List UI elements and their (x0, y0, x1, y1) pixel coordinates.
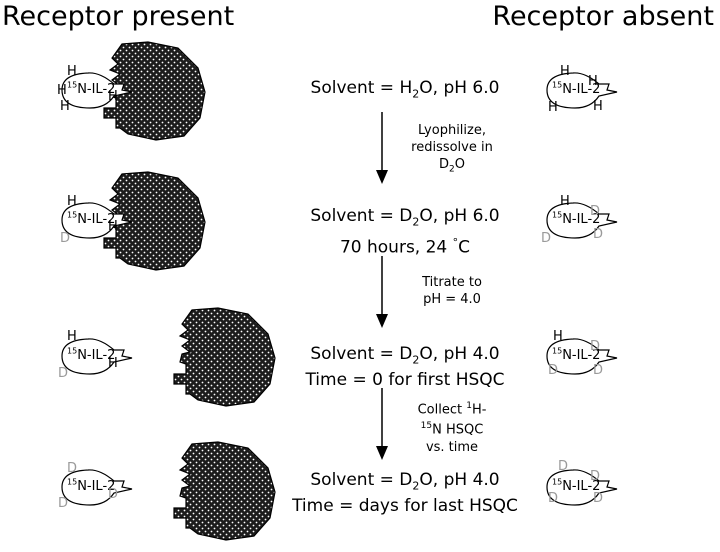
peptide-il2: 15N-IL-2 (60, 467, 140, 507)
receptor-shape (168, 440, 278, 546)
peptide-label: 15N-IL-2 (67, 210, 116, 227)
solvent-line1: Solvent = D2O, pH 6.0 (310, 206, 500, 229)
hydrogen-label: H (548, 100, 558, 115)
deuterium-label: D (593, 227, 604, 242)
solvent-condition: Solvent = D2O, pH 6.0 70 hours, 24 °C (270, 206, 540, 259)
deuterium-label: D (541, 231, 552, 246)
step-label: Lyophilize, redissolve in D2O (411, 123, 493, 175)
solvent-line1: Solvent = D2O, pH 4.0 (310, 344, 500, 367)
receptor-present-heading: Receptor present (2, 1, 235, 32)
deuterium-label: D (590, 339, 601, 354)
solvent-line2: 70 hours, 24 °C (339, 236, 471, 259)
hydrogen-label: H (553, 329, 563, 344)
step-arrow (372, 256, 392, 334)
deuterium-label: D (58, 366, 69, 381)
peptide-il2: 15N-IL-2 (545, 70, 625, 110)
deuterium-label: D (548, 491, 559, 506)
hydrogen-label: H (108, 89, 118, 104)
hydrogen-label: H (108, 219, 118, 234)
solvent-condition: Solvent = D2O, pH 4.0 Time = days for la… (270, 470, 540, 517)
deuterium-label: D (60, 231, 71, 246)
deuterium-label: D (590, 204, 601, 219)
peptide-label: 15N-IL-2 (552, 477, 601, 494)
hydrogen-label: H (560, 194, 570, 209)
hydrogen-label: H (108, 356, 118, 371)
hydrogen-label: H (67, 194, 77, 209)
hydrogen-label: H (67, 329, 77, 344)
peptide-label: 15N-IL-2 (67, 477, 116, 494)
hydrogen-label: H (57, 83, 67, 98)
peptide-il2: 15N-IL-2 (60, 200, 140, 240)
hydrogen-label: H (588, 74, 598, 89)
solvent-line1: Solvent = H2O, pH 6.0 (310, 78, 500, 101)
peptide-il2: 15N-IL-2 (545, 467, 625, 507)
peptide-label: 15N-IL-2 (552, 346, 601, 363)
step-arrow (372, 388, 392, 466)
receptor-shape (98, 170, 208, 276)
peptide-label: 15N-IL-2 (552, 80, 601, 97)
deuterium-label: D (58, 496, 69, 511)
peptide-il2: 15N-IL-2 (545, 200, 625, 240)
solvent-condition: Solvent = D2O, pH 4.0 Time = 0 for first… (270, 344, 540, 391)
deuterium-label: D (593, 491, 604, 506)
deuterium-label: D (593, 363, 604, 378)
peptide-label: 15N-IL-2 (67, 346, 116, 363)
deuterium-label: D (108, 487, 119, 502)
solvent-line2: Time = 0 for first HSQC (305, 370, 505, 391)
hydrogen-label: H (560, 64, 570, 79)
solvent-line2: Time = days for last HSQC (292, 496, 518, 517)
hydrogen-label: H (67, 64, 77, 79)
peptide-il2: 15N-IL-2 (60, 336, 140, 376)
hydrogen-label: H (60, 99, 70, 114)
step-arrow (372, 112, 392, 190)
receptor-shape (168, 306, 278, 412)
deuterium-label: D (548, 363, 559, 378)
solvent-condition: Solvent = H2O, pH 6.0 (270, 78, 540, 104)
deuterium-label: D (67, 461, 78, 476)
deuterium-label: D (590, 469, 601, 484)
step-label: Collect 1H- 15N HSQC vs. time (417, 401, 487, 455)
peptide-label: 15N-IL-2 (67, 80, 116, 97)
peptide-il2: 15N-IL-2 (545, 336, 625, 376)
receptor-absent-heading: Receptor absent (492, 1, 714, 32)
step-label: Titrate to pH = 4.0 (422, 275, 482, 307)
peptide-il2: 15N-IL-2 (60, 70, 140, 110)
hydrogen-label: H (593, 99, 603, 114)
receptor-shape (98, 40, 208, 146)
solvent-line1: Solvent = D2O, pH 4.0 (310, 470, 500, 493)
peptide-label: 15N-IL-2 (552, 210, 601, 227)
deuterium-label: D (558, 459, 569, 474)
